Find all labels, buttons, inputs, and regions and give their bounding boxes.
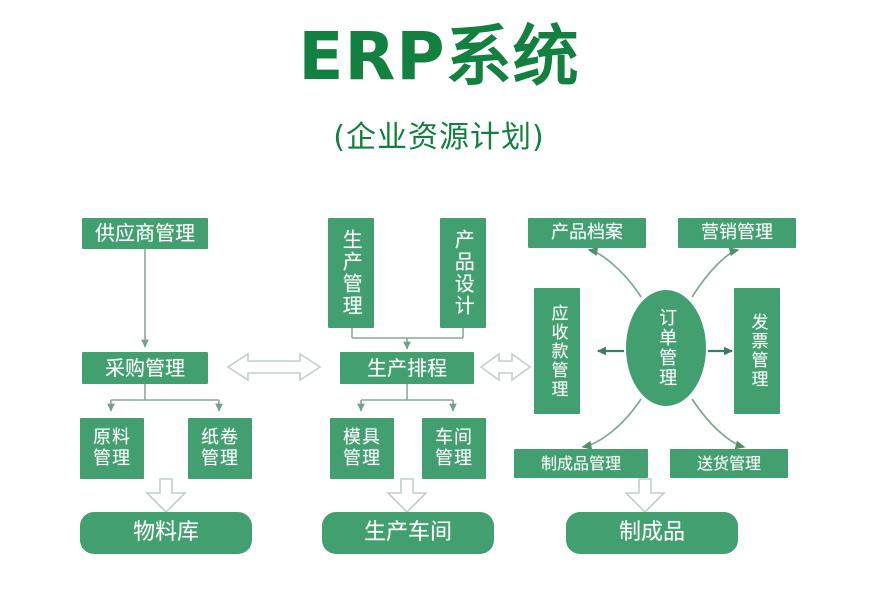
page-subtitle: (企业资源计划) — [333, 120, 545, 155]
node-production-schedule[interactable]: 生产排程 — [340, 352, 474, 384]
node-finished-goods-mgmt[interactable]: 制成品管理 — [514, 449, 648, 478]
node-delivery-mgmt[interactable]: 送货管理 — [670, 449, 788, 478]
connector-finished-mgmt-to-finished-goods — [624, 478, 666, 514]
connector-production-to-schedule — [351, 328, 464, 350]
connector-schedule-to-mold-workshop — [357, 384, 457, 412]
node-invoice-mgmt[interactable]: 发票管理 — [734, 288, 780, 414]
connector-purchase-schedule-bidirectional — [226, 352, 322, 382]
connector-molds-to-workshop — [386, 478, 428, 514]
node-production-mgmt[interactable]: 生产管理 — [328, 218, 374, 328]
connector-order-to-product-archive — [587, 247, 642, 298]
node-purchase-mgmt[interactable]: 采购管理 — [82, 352, 208, 384]
node-raw-material-mgmt[interactable]: 原料 管理 — [80, 418, 144, 479]
connector-schedule-receivables-bidirectional — [479, 352, 532, 382]
node-product-archive[interactable]: 产品档案 — [528, 218, 646, 248]
node-receivables-mgmt[interactable]: 应收款管理 — [534, 288, 580, 414]
node-product-design[interactable]: 产品设计 — [440, 218, 486, 328]
node-marketing-mgmt[interactable]: 营销管理 — [678, 218, 796, 248]
node-paper-roll-mgmt[interactable]: 纸卷 管理 — [188, 418, 252, 479]
node-mold-mgmt[interactable]: 模具 管理 — [330, 418, 394, 479]
connector-order-to-finished-goods-mgmt — [581, 398, 642, 450]
page-title: ERP系统 — [298, 18, 580, 95]
connector-purchase-to-materials — [107, 384, 223, 412]
connector-materials-to-warehouse — [145, 478, 187, 514]
node-material-warehouse[interactable]: 物料库 — [80, 512, 252, 554]
node-finished-goods[interactable]: 制成品 — [566, 512, 738, 554]
node-workshop-mgmt[interactable]: 车间 管理 — [422, 418, 486, 479]
connector-order-to-marketing — [691, 247, 740, 298]
node-production-workshop[interactable]: 生产车间 — [322, 512, 494, 554]
node-supplier-mgmt[interactable]: 供应商管理 — [82, 218, 208, 249]
node-order-mgmt[interactable]: 订单管理 — [626, 290, 706, 406]
